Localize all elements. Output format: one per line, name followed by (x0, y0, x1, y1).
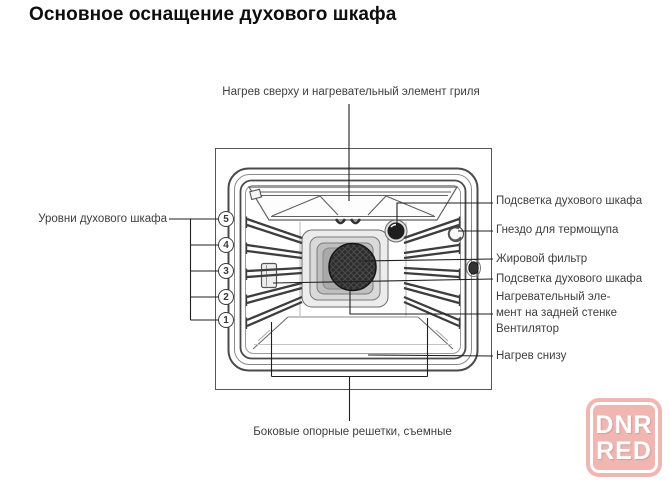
level-badge-1: 1 (218, 312, 234, 328)
watermark-line-2: RED (596, 436, 652, 465)
label-rear-element-line1: Нагревательный эле- (496, 291, 611, 303)
label-top-heat-grill: Нагрев сверху и нагревательный элемент г… (222, 86, 480, 98)
watermark-line-1: DNR (595, 410, 653, 439)
label-fan: Вентилятор (496, 323, 559, 335)
right-wall-mount-icon (466, 259, 481, 277)
side-racks-right (403, 216, 461, 329)
side-racks-left (245, 216, 303, 329)
grill-element (247, 186, 459, 225)
label-bottom-heat: Нагрев снизу (496, 350, 567, 362)
grease-filter-icon (328, 242, 377, 292)
dnr-red-watermark-logo: DNR RED (586, 398, 662, 477)
label-oven-light-side: Подсветка духового шкафа (496, 273, 643, 285)
label-rear-element-line2: мент на задней стенке (496, 307, 617, 319)
oven-lamp-top-icon (384, 219, 408, 243)
label-rear-element-fan: Нагревательный эле- мент на задней стенк… (496, 289, 617, 337)
probe-socket-icon (447, 225, 465, 243)
label-oven-light-top: Подсветка духового шкафа (496, 195, 643, 207)
rear-panel-fan-filter (301, 229, 389, 308)
level-badge-5: 5 (218, 211, 234, 227)
label-side-racks: Боковые опорные решетки, съемные (253, 426, 452, 438)
label-oven-levels: Уровни духового шкафа (38, 213, 167, 225)
page-title: Основное оснащение духового шкафа (29, 4, 397, 25)
label-grease-filter: Жировой фильтр (496, 253, 588, 265)
callout-lines (169, 104, 494, 421)
level-badge-2: 2 (218, 289, 234, 305)
level-badge-4: 4 (218, 237, 234, 253)
watermark-inner-border: DNR RED (590, 402, 658, 473)
level-badge-3: 3 (218, 263, 234, 279)
label-probe-socket: Гнездо для термощупа (496, 224, 619, 236)
